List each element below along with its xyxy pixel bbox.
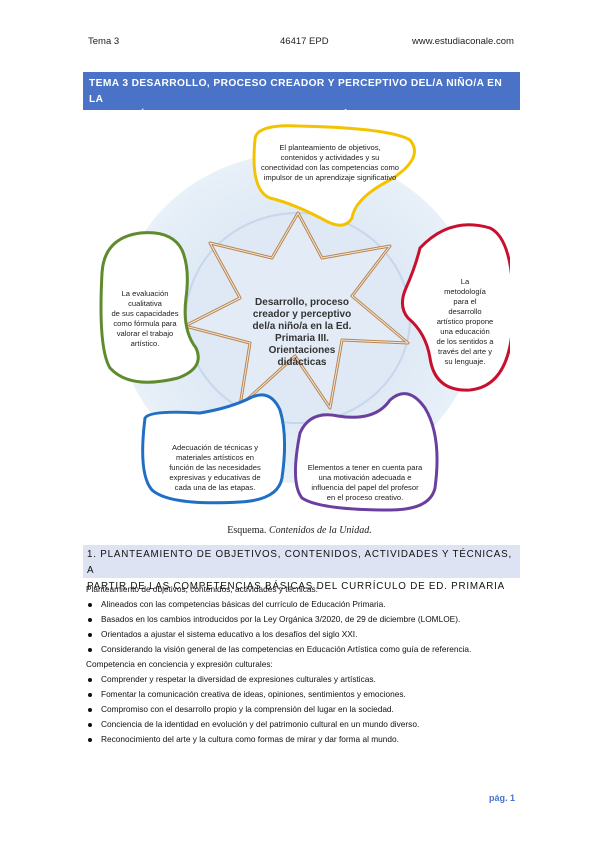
subheading-objectives: Planteamiento de objetivos, contenidos, … [86, 584, 318, 594]
svg-text:del/a niño/a en la Ed.: del/a niño/a en la Ed. [253, 321, 352, 332]
list-item: Compromiso con el desarrollo propio y la… [86, 702, 526, 717]
svg-text:La evaluación: La evaluación [122, 289, 169, 298]
svg-text:para el: para el [453, 297, 477, 306]
svg-text:Desarrollo, proceso: Desarrollo, proceso [255, 297, 349, 308]
top-bubble-text: El planteamiento de objetivos, contenido… [261, 143, 399, 182]
section-heading-line-1: 1. PLANTEAMIENTO DE OBJETIVOS, CONTENIDO… [87, 549, 512, 576]
list-item: Considerando la visión general de las co… [86, 642, 526, 657]
page-number: pág. 1 [489, 793, 516, 803]
bottom-left-bubble [141, 393, 287, 505]
top-bubble [252, 124, 416, 227]
svg-text:Orientaciones: Orientaciones [269, 345, 336, 356]
list-item: Reconocimiento del arte y la cultura com… [86, 732, 526, 747]
left-bubble-text: La evaluación cualitativa de sus capacid… [111, 289, 178, 348]
list-item: Fomentar la comunicación creativa de ide… [86, 687, 526, 702]
list-item: Comprender y respetar la diversidad de e… [86, 672, 526, 687]
center-text: Desarrollo, proceso creador y perceptivo… [253, 297, 352, 368]
svg-text:influencia del papel del profe: influencia del papel del profesor [311, 483, 419, 492]
svg-text:valorar el trabajo: valorar el trabajo [117, 329, 174, 338]
svg-text:Elementos a tener en cuenta pa: Elementos a tener en cuenta para [308, 463, 423, 472]
svg-text:su lenguaje.: su lenguaje. [445, 357, 486, 366]
diagram-caption: Esquema. Contenidos de la Unidad. [0, 525, 599, 536]
list-item: Orientados a ajustar el sistema educativ… [86, 627, 526, 642]
left-bubble [99, 231, 200, 384]
svg-text:conectividad con las competenc: conectividad con las competencias como [261, 163, 399, 172]
section-heading-line-2: PARTIR DE LAS COMPETENCIAS BÁSICAS DEL C… [87, 581, 505, 592]
bottom-left-bubble-text: Adecuación de técnicas y materiales artí… [169, 443, 261, 492]
svg-text:artístico propone: artístico propone [437, 317, 494, 326]
svg-text:desarrollo: desarrollo [448, 307, 481, 316]
right-bubble [401, 223, 510, 392]
svg-text:Adecuación de técnicas y: Adecuación de técnicas y [172, 443, 258, 452]
contents-diagram: Desarrollo, proceso creador y perceptivo… [99, 124, 510, 512]
svg-text:una educación: una educación [440, 327, 489, 336]
svg-text:función de las necesidades: función de las necesidades [169, 463, 261, 472]
svg-text:de los sentidos a: de los sentidos a [437, 337, 495, 346]
svg-text:Primaria III.: Primaria III. [275, 333, 329, 344]
svg-text:La: La [461, 277, 470, 286]
list-item: Alineados con las competencias básicas d… [86, 597, 526, 612]
right-bubble-text: La metodología para el desarrollo artíst… [437, 277, 495, 366]
svg-text:impulsor de un aprendizaje sig: impulsor de un aprendizaje significativo [264, 173, 397, 182]
svg-text:contenidos y actividades y su: contenidos y actividades y su [281, 153, 380, 162]
svg-text:cada una de las etapas.: cada una de las etapas. [175, 483, 256, 492]
header-code: 46417 EPD [280, 36, 329, 47]
caption-label: Esquema. [227, 525, 267, 536]
list-item: Conciencia de la identidad en evolución … [86, 717, 526, 732]
bottom-right-bubble-text: Elementos a tener en cuenta para una mot… [308, 463, 423, 502]
svg-text:materiales artísticos en: materiales artísticos en [176, 453, 254, 462]
svg-text:una motivación adecuada e: una motivación adecuada e [319, 473, 412, 482]
svg-text:como fórmula para: como fórmula para [113, 319, 177, 328]
section-heading: 1. PLANTEAMIENTO DE OBJETIVOS, CONTENIDO… [83, 545, 520, 592]
svg-text:expresivas y educativas de: expresivas y educativas de [169, 473, 260, 482]
svg-text:artístico.: artístico. [131, 339, 160, 348]
svg-text:metodología: metodología [444, 287, 487, 296]
caption-text: Contenidos de la Unidad. [268, 525, 372, 536]
svg-text:El planteamiento de objetivos,: El planteamiento de objetivos, [279, 143, 380, 152]
title-line-1: TEMA 3 DESARROLLO, PROCESO CREADOR Y PER… [89, 78, 503, 105]
header-website: www.estudiaconale.com [412, 36, 514, 47]
svg-text:cualitativa: cualitativa [128, 299, 163, 308]
title-line-2: EDUCACIÓN PRIMARIA III. ORIENTACIONES DI… [89, 110, 390, 121]
bottom-right-bubble [293, 392, 439, 512]
document-title: TEMA 3 DESARROLLO, PROCESO CREADOR Y PER… [83, 72, 520, 121]
list-item: Basados en los cambios introducidos por … [86, 612, 526, 627]
svg-text:creador y perceptivo: creador y perceptivo [253, 309, 351, 320]
header-topic: Tema 3 [88, 36, 120, 47]
section-content: Planteamiento de objetivos, contenidos, … [86, 582, 526, 747]
svg-text:de sus capacidades: de sus capacidades [111, 309, 178, 318]
svg-text:en el proceso creativo.: en el proceso creativo. [327, 493, 403, 502]
subheading-competence: Competencia en conciencia y expresión cu… [86, 659, 273, 669]
svg-text:didácticas: didácticas [278, 357, 327, 368]
svg-text:través del arte y: través del arte y [438, 347, 492, 356]
